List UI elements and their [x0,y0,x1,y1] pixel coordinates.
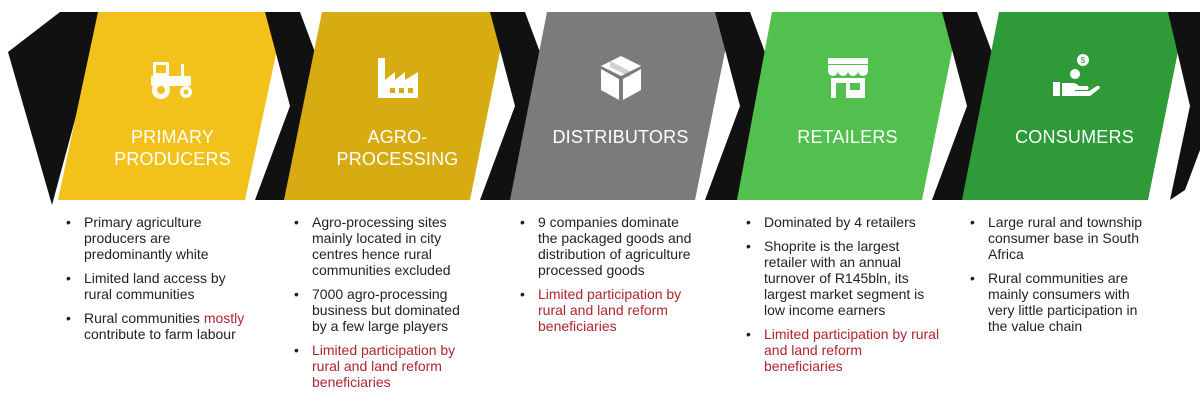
bullet-agro-1: Agro-processing sites mainly located in … [288,214,473,278]
bullets-retailers: Dominated by 4 retailers Shoprite is the… [740,214,940,382]
stage-band-primary [58,12,285,200]
bullet-consumers-2: Rural communities are mainly consumers w… [964,270,1154,334]
bullet-agro-3: Limited participation by rural and land … [288,342,473,390]
chevron-connector-end [1168,12,1200,200]
bullets-agro: Agro-processing sites mainly located in … [288,214,473,398]
stage-consumers: $ CONSUMERS [982,12,1167,202]
bullet-primary-1: Primary agriculture producers are predom… [60,214,245,262]
stage-primary-producers: PRIMARY PRODUCERS [80,12,265,202]
bullets-distributors: 9 companies dominate the packaged goods … [514,214,699,342]
bullet-primary-2: Limited land access by rural communities [60,270,245,302]
stage-band-agro [284,12,508,200]
bullet-retailers-2: Shoprite is the largest retailer with an… [740,238,940,318]
bullets-primary: Primary agriculture producers are predom… [60,214,245,350]
stage-title-retailers: RETAILERS [797,127,898,147]
bullet-distributors-2: Limited participation by rural and land … [514,286,699,334]
stage-band-consumers [962,12,1186,200]
stage-retailers: RETAILERS [755,12,940,202]
stage-distributors: DISTRIBUTORS [528,12,713,202]
bullet-agro-2: 7000 agro-processing business but domina… [288,286,473,334]
bullet-consumers-1: Large rural and township consumer base i… [964,214,1154,262]
stage-band-distributors [510,12,733,200]
bullet-primary-3-highlight: mostly [203,310,245,326]
bullet-retailers-3: Limited participation by rural and land … [740,326,940,374]
bullets-consumers: Large rural and township consumer base i… [964,214,1154,342]
bullet-primary-3-pre: Rural communities [84,310,204,326]
tractor-icon [150,62,192,99]
factory-icon [377,58,418,98]
bullet-primary-3-post: contribute to farm labour [84,326,236,342]
bullet-retailers-1: Dominated by 4 retailers [740,214,940,230]
bullet-primary-3: Rural communities mostly contribute to f… [60,310,245,342]
box-icon [600,56,641,100]
svg-text:$: $ [1080,56,1085,65]
store-icon [827,58,868,98]
stage-title-primary: PRIMARY PRODUCERS [114,127,231,169]
stage-title-consumers: CONSUMERS [1015,127,1134,147]
stage-band-retailers [737,12,960,200]
hand-coins-icon: $ [1052,54,1100,96]
stage-agro-processing: AGRO- PROCESSING [305,12,490,202]
stage-title-distributors: DISTRIBUTORS [552,127,689,147]
value-chain-chevrons [8,12,1200,205]
bullet-distributors-1: 9 companies dominate the packaged goods … [514,214,699,278]
stage-title-agro: AGRO- PROCESSING [336,127,459,169]
chevron-connector-1 [8,12,104,205]
